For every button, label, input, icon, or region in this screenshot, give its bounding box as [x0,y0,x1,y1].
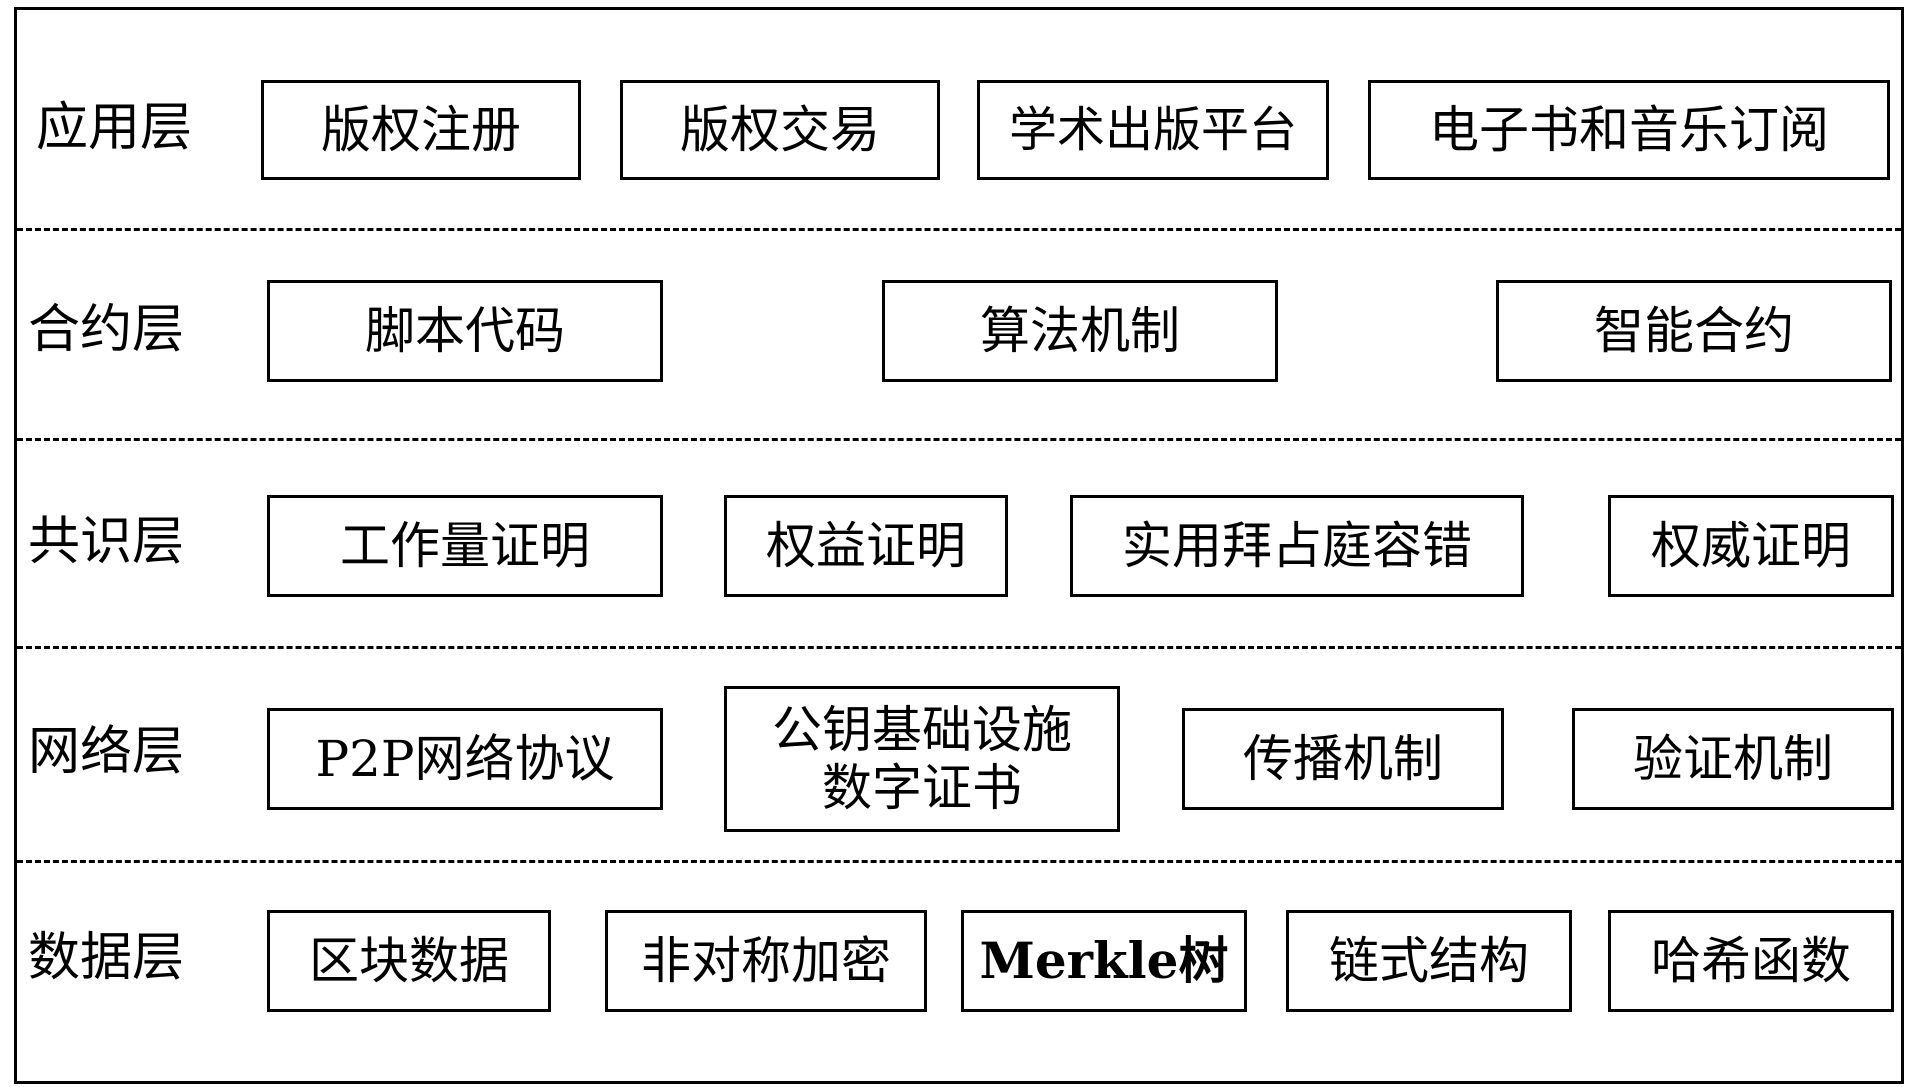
box-copyright-registration: 版权注册 [261,80,581,180]
box-p2p-protocol: P2P网络协议 [267,708,663,810]
box-proof-of-work: 工作量证明 [267,495,663,597]
layer-label-consensus: 共识层 [28,512,185,572]
box-pki-line: 公钥基础设施 [772,701,1072,759]
box-script-code: 脚本代码 [267,280,663,382]
layer-label-data: 数据层 [28,928,185,988]
layer-divider [17,438,1901,441]
layer-divider [17,228,1901,231]
layer-divider [17,860,1901,863]
box-digital-certificate-line: 数字证书 [822,759,1022,817]
box-ebook-music-subscription: 电子书和音乐订阅 [1368,80,1890,180]
architecture-frame [14,7,1904,1084]
box-copyright-trading: 版权交易 [620,80,940,180]
box-verification-mechanism: 验证机制 [1572,708,1894,810]
box-algorithm-mechanism: 算法机制 [882,280,1278,382]
box-merkle-tree: Merkle树 [961,910,1247,1012]
box-hash-function: 哈希函数 [1608,910,1894,1012]
layer-divider [17,646,1901,649]
box-block-data: 区块数据 [267,910,551,1012]
box-proof-of-stake: 权益证明 [724,495,1008,597]
box-academic-publishing: 学术出版平台 [977,80,1329,180]
layer-label-network: 网络层 [28,722,185,782]
box-asymmetric-encryption: 非对称加密 [605,910,927,1012]
box-proof-of-authority: 权威证明 [1608,495,1894,597]
box-chain-structure: 链式结构 [1286,910,1572,1012]
layer-label-contract: 合约层 [28,300,185,360]
layer-label-application: 应用层 [36,98,193,158]
box-propagation-mechanism: 传播机制 [1182,708,1504,810]
box-pbft: 实用拜占庭容错 [1070,495,1524,597]
box-smart-contract: 智能合约 [1496,280,1892,382]
box-pki-digital-certificate: 公钥基础设施 数字证书 [724,686,1120,832]
